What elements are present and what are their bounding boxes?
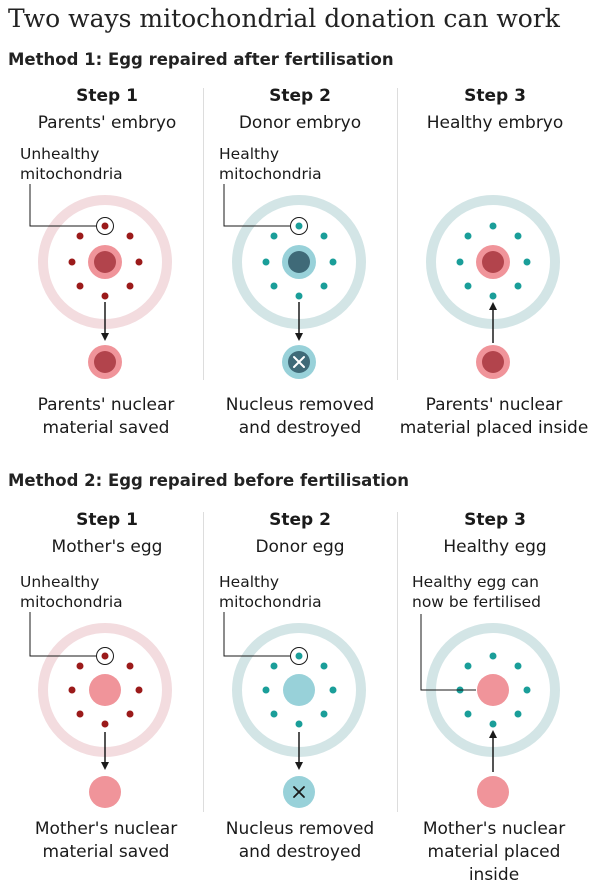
m1-step2-destroyed-nucleus: [282, 345, 316, 379]
m2-step1-cell: [30, 612, 167, 752]
m2-step2-cell: [224, 612, 361, 752]
m2-step3-cell: [421, 614, 555, 752]
m1-step1-cell: [30, 184, 167, 324]
m1-step3-cell: [431, 200, 555, 324]
m1-step1-nucleus-saved: [88, 345, 122, 379]
m1-step2-cell: [224, 184, 361, 324]
m2-step3-nucleus-inserted: [477, 776, 509, 808]
m2-step2-destroyed-nucleus: [283, 776, 315, 808]
m1-step3-nucleus-inserted: [476, 345, 510, 379]
m2-step1-nucleus-saved: [89, 776, 121, 808]
